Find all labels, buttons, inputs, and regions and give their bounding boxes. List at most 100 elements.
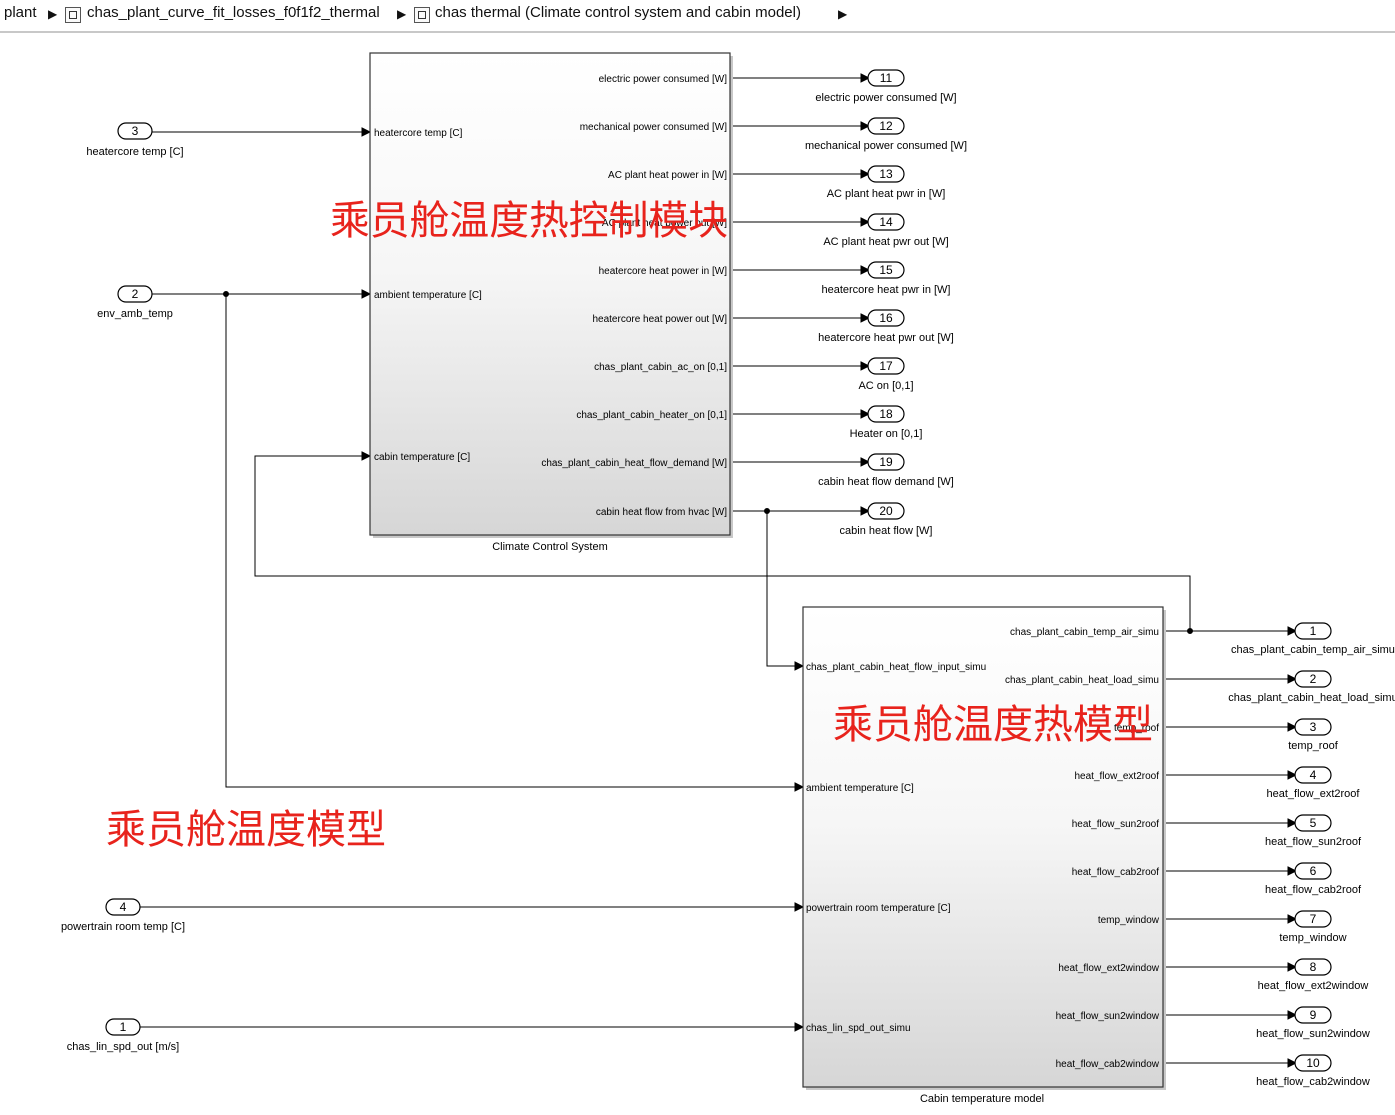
outport-14[interactable]	[867, 213, 905, 231]
outport-16[interactable]	[867, 309, 905, 327]
climate-output-label: chas_plant_cabin_heat_flow_demand [W]	[541, 458, 727, 469]
cabin-outport-label: heat_flow_cab2roof	[1265, 884, 1362, 896]
breadcrumb-item-chas-thermal[interactable]: chas thermal (Climate control system and…	[435, 4, 801, 21]
outport-label: electric power consumed [W]	[815, 92, 956, 104]
inport-label: heatercore temp [C]	[86, 146, 183, 158]
breadcrumb-item-thermal[interactable]: chas_plant_curve_fit_losses_f0f1f2_therm…	[87, 4, 380, 21]
cabin-block-name: Cabin temperature model	[920, 1093, 1044, 1105]
outport-label: heatercore heat pwr out [W]	[818, 332, 954, 344]
cabin-input-label: ambient temperature [C]	[806, 783, 914, 794]
signal-arrow-icon	[1287, 674, 1298, 684]
cabin-outport-10[interactable]	[1294, 1054, 1332, 1072]
inport-label: chas_lin_spd_out [m/s]	[67, 1041, 180, 1053]
annotation-climate-module: 乘员舱温度热控制模块	[330, 198, 728, 244]
cabin-outport-2-number: 2	[1310, 672, 1317, 686]
breadcrumb-separator-icon: ▶	[48, 7, 58, 21]
cabin-outport-7[interactable]	[1294, 910, 1332, 928]
cabin-outport-10-number: 10	[1306, 1056, 1320, 1070]
signal-line[interactable]	[225, 294, 802, 788]
climate-output-label: chas_plant_cabin_ac_on [0,1]	[594, 362, 727, 373]
signal-arrow-icon	[860, 73, 871, 83]
climate-control-system-block[interactable]	[369, 52, 731, 536]
cabin-outport-5-number: 5	[1310, 816, 1317, 830]
outport-18-number: 18	[879, 407, 893, 421]
outport-19-number: 19	[879, 455, 893, 469]
climate-output-label: heatercore heat power out [W]	[592, 314, 727, 325]
outport-14-number: 14	[879, 215, 893, 229]
inport-2-number: 2	[132, 287, 139, 301]
cabin-output-label: temp_window	[1098, 915, 1160, 926]
cabin-output-label: heat_flow_ext2window	[1058, 963, 1159, 974]
signal-line[interactable]	[766, 511, 802, 667]
outport-label: AC plant heat pwr out [W]	[823, 236, 948, 248]
inport-4[interactable]	[105, 898, 141, 916]
climate-output-label: cabin heat flow from hvac [W]	[596, 507, 727, 518]
breadcrumb-separator-icon: ▶	[397, 7, 407, 21]
outport-15-number: 15	[879, 263, 893, 277]
cabin-outport-9[interactable]	[1294, 1006, 1332, 1024]
outport-15[interactable]	[867, 261, 905, 279]
outport-16-number: 16	[879, 311, 893, 325]
inport-2[interactable]	[117, 285, 153, 303]
signal-arrow-icon	[794, 902, 805, 912]
signal-arrow-icon	[860, 506, 871, 516]
signal-arrow-icon	[1287, 914, 1298, 924]
outport-12[interactable]	[867, 117, 905, 135]
outport-label: cabin heat flow [W]	[840, 525, 933, 537]
inport-label: env_amb_temp	[97, 308, 173, 320]
climate-output-label: chas_plant_cabin_heater_on [0,1]	[576, 410, 727, 421]
breadcrumb-separator-icon: ▶	[838, 7, 848, 21]
breadcrumb: plant ▶ chas_plant_curve_fit_losses_f0f1…	[0, 0, 1395, 33]
inport-3[interactable]	[117, 122, 153, 140]
cabin-outport-3-number: 3	[1310, 720, 1317, 734]
outport-label: mechanical power consumed [W]	[805, 140, 967, 152]
cabin-output-label: temp_roof	[1114, 723, 1159, 734]
cabin-outport-label: temp_window	[1279, 932, 1346, 944]
outport-20-number: 20	[879, 504, 893, 518]
signal-arrow-icon	[860, 121, 871, 131]
cabin-outport-4[interactable]	[1294, 766, 1332, 784]
cabin-outport-1-number: 1	[1310, 624, 1317, 638]
cabin-temperature-model-block[interactable]	[802, 606, 1164, 1088]
outport-17[interactable]	[867, 357, 905, 375]
signal-arrow-icon	[794, 782, 805, 792]
cabin-outport-5[interactable]	[1294, 814, 1332, 832]
outport-17-number: 17	[879, 359, 893, 373]
cabin-outport-1[interactable]	[1294, 622, 1332, 640]
outport-13-number: 13	[879, 167, 893, 181]
breadcrumb-item-plant[interactable]: plant	[4, 4, 37, 21]
cabin-outport-2[interactable]	[1294, 670, 1332, 688]
cabin-outport-label: chas_plant_cabin_temp_air_simu	[1231, 644, 1395, 656]
signal-arrow-icon	[860, 361, 871, 371]
signal-arrow-icon	[860, 409, 871, 419]
climate-input-label: ambient temperature [C]	[374, 290, 482, 301]
cabin-input-label: powertrain room temperature [C]	[806, 903, 951, 914]
signal-arrow-icon	[794, 661, 805, 671]
climate-output-label: mechanical power consumed [W]	[580, 122, 728, 133]
signal-arrow-icon	[860, 457, 871, 467]
inport-4-number: 4	[120, 900, 127, 914]
outport-18[interactable]	[867, 405, 905, 423]
signal-arrow-icon	[361, 127, 372, 137]
cabin-outport-6[interactable]	[1294, 862, 1332, 880]
signal-arrow-icon	[860, 217, 871, 227]
signal-arrow-icon	[1287, 1010, 1298, 1020]
cabin-outport-8[interactable]	[1294, 958, 1332, 976]
outport-label: cabin heat flow demand [W]	[818, 476, 954, 488]
cabin-outport-label: chas_plant_cabin_heat_load_simu	[1228, 692, 1395, 704]
cabin-output-label: heat_flow_sun2roof	[1072, 819, 1160, 830]
cabin-outport-3[interactable]	[1294, 718, 1332, 736]
outport-19[interactable]	[867, 453, 905, 471]
cabin-outport-4-number: 4	[1310, 768, 1317, 782]
signal-arrow-icon	[1287, 818, 1298, 828]
inport-1[interactable]	[105, 1018, 141, 1036]
outport-label: heatercore heat pwr in [W]	[821, 284, 950, 296]
outport-13[interactable]	[867, 165, 905, 183]
outport-11[interactable]	[867, 69, 905, 87]
climate-output-label: AC plant heat power in [W]	[608, 170, 727, 181]
signal-line[interactable]	[254, 455, 1191, 631]
inport-1-number: 1	[120, 1020, 127, 1034]
signal-arrow-icon	[1287, 962, 1298, 972]
outport-20[interactable]	[867, 502, 905, 520]
cabin-outport-label: temp_roof	[1288, 740, 1338, 752]
